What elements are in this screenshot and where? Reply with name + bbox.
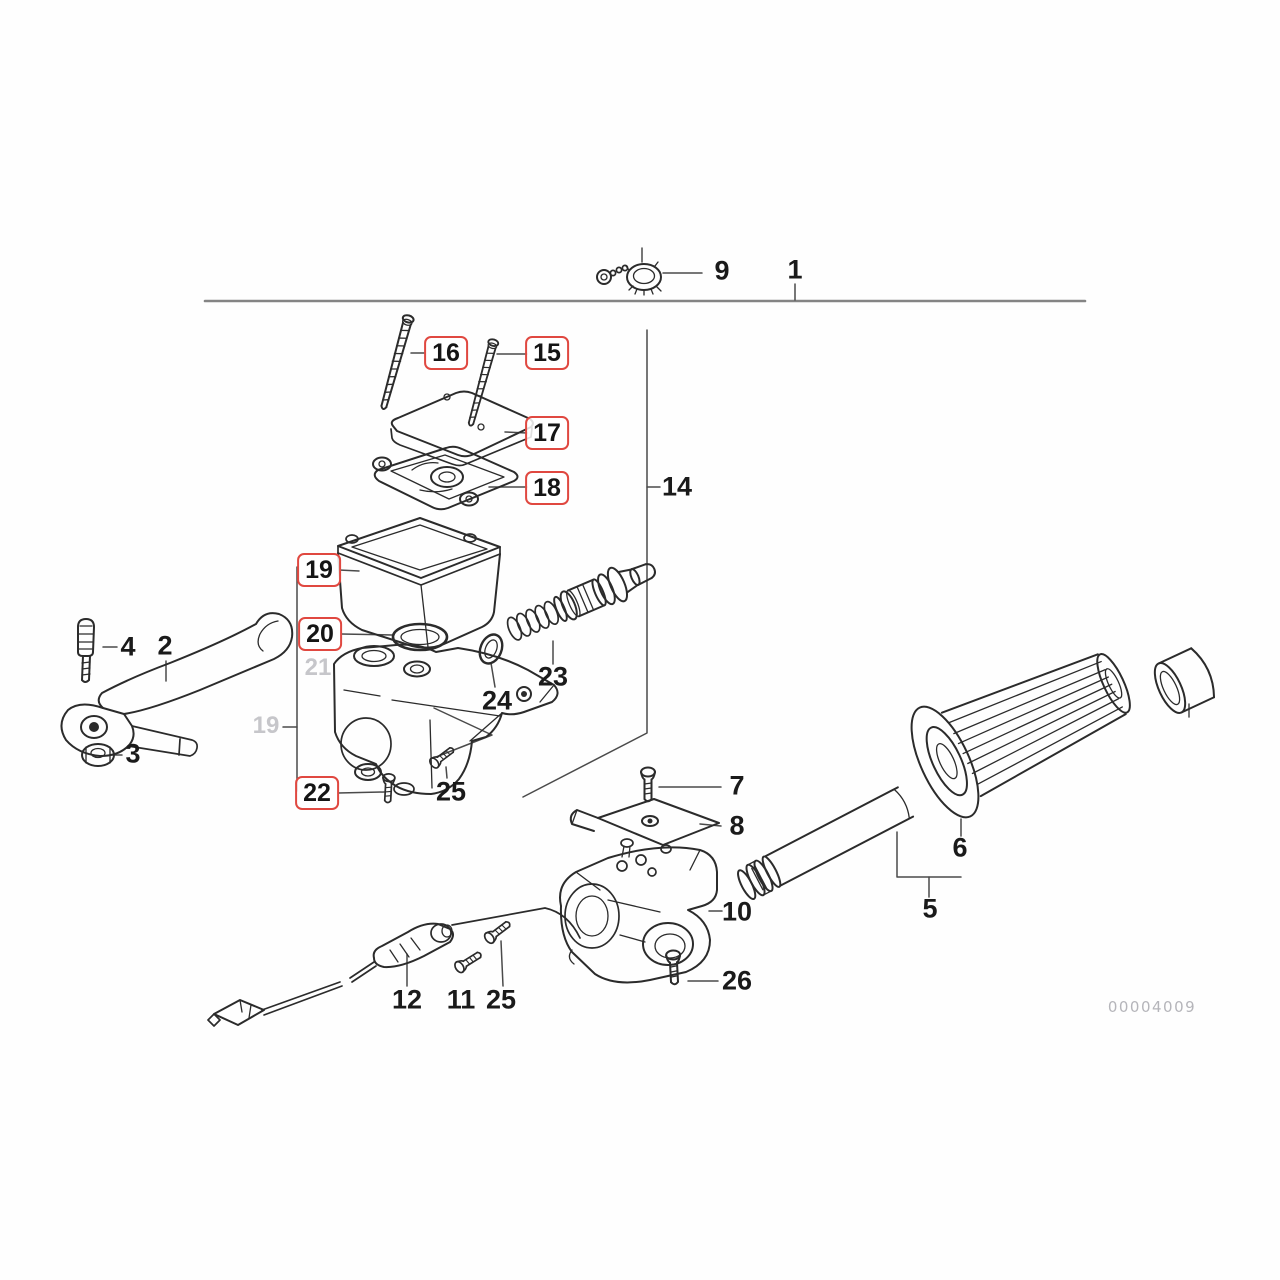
callout-24[interactable]: 24 bbox=[481, 685, 513, 716]
callout-12[interactable]: 12 bbox=[391, 984, 423, 1015]
callout-25-lower[interactable]: 25 bbox=[485, 984, 517, 1015]
callout-9[interactable]: 9 bbox=[714, 255, 730, 286]
callout-1[interactable]: 1 bbox=[787, 254, 803, 285]
drawing-oring-20 bbox=[391, 622, 449, 652]
callout-7[interactable]: 7 bbox=[729, 770, 745, 801]
callout-8[interactable]: 8 bbox=[729, 810, 745, 841]
drawing-lever-2 bbox=[60, 612, 294, 757]
drawing-throttle-tube-5 bbox=[737, 786, 915, 900]
callout-14[interactable]: 14 bbox=[661, 471, 693, 502]
drawing-screw-25-upper bbox=[427, 743, 458, 771]
callout-26[interactable]: 26 bbox=[721, 965, 753, 996]
drawing-pin-4 bbox=[77, 618, 95, 683]
callout-10[interactable]: 10 bbox=[721, 896, 753, 927]
drawing-reservoir-19 bbox=[337, 517, 501, 649]
drawing-screw-16 bbox=[376, 313, 416, 412]
drawing-nut-3 bbox=[81, 743, 115, 767]
drawing-bleed-screw-22 bbox=[354, 763, 396, 804]
drawing-circlip-24 bbox=[478, 633, 504, 665]
callout-5[interactable]: 5 bbox=[922, 893, 938, 924]
callout-3[interactable]: 3 bbox=[125, 738, 141, 769]
callout-18-highlighted[interactable]: 18 bbox=[525, 471, 569, 505]
drawing-diaphragm-18 bbox=[372, 445, 519, 511]
callout-2[interactable]: 2 bbox=[157, 630, 173, 661]
callout-15-highlighted[interactable]: 15 bbox=[525, 336, 569, 370]
callout-20-highlighted[interactable]: 20 bbox=[298, 617, 342, 651]
callout-23[interactable]: 23 bbox=[537, 661, 569, 692]
drawing-piston-23 bbox=[506, 563, 656, 641]
drawing-reservoir-cap-17 bbox=[390, 390, 534, 467]
frame-rule bbox=[203, 283, 1087, 303]
bracket-5-6 bbox=[896, 703, 1190, 898]
leader-lines bbox=[102, 272, 723, 987]
callout-4[interactable]: 4 bbox=[120, 631, 136, 662]
drawing-master-cylinder-21 bbox=[333, 643, 559, 796]
callout-19-ghost: 19 bbox=[252, 712, 280, 739]
drawing-cap-retainer-9 bbox=[596, 247, 662, 296]
drawing-bushing-6 bbox=[1153, 647, 1216, 714]
watermark-code: 00004009 bbox=[1107, 998, 1197, 1016]
callout-25-upper[interactable]: 25 bbox=[435, 776, 467, 807]
drawing-screw-11 bbox=[452, 948, 485, 976]
drawing-screw-25-lower bbox=[481, 917, 514, 946]
drawing-screw-15 bbox=[464, 337, 500, 428]
drawing-screw-7 bbox=[640, 766, 656, 803]
drawing-grip-6 bbox=[910, 653, 1131, 819]
callout-17-highlighted[interactable]: 17 bbox=[525, 416, 569, 450]
callout-6[interactable]: 6 bbox=[952, 832, 968, 863]
drawing-cable-12 bbox=[207, 907, 581, 1027]
drawing-screw-26 bbox=[664, 949, 683, 986]
callout-22-highlighted[interactable]: 22 bbox=[295, 776, 339, 810]
drawing-plate-8 bbox=[569, 798, 720, 858]
callout-21-ghost: 21 bbox=[304, 654, 332, 681]
callout-11[interactable]: 11 bbox=[446, 984, 476, 1015]
callout-19-highlighted[interactable]: 19 bbox=[297, 553, 341, 587]
drawing-switch-housing-10 bbox=[559, 846, 718, 984]
callout-16-highlighted[interactable]: 16 bbox=[424, 336, 468, 370]
